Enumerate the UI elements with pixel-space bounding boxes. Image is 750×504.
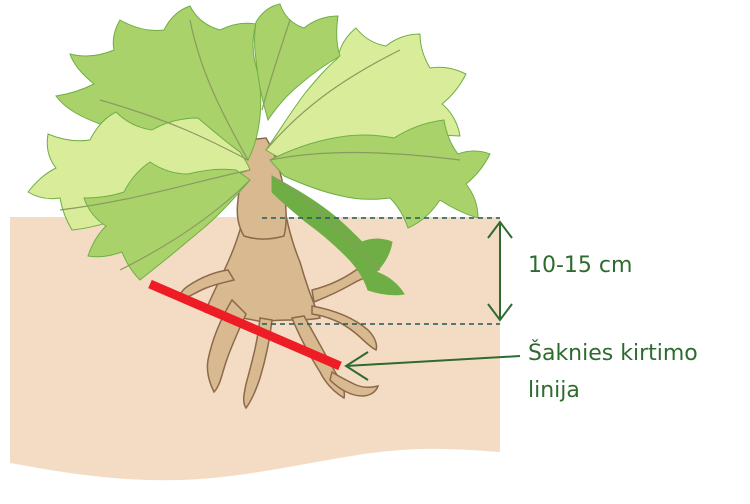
cut-line-label: Šaknies kirtimo (528, 343, 698, 365)
cut-line-label-continued: linija (528, 380, 580, 402)
depth-label: 10-15 cm (528, 255, 632, 277)
